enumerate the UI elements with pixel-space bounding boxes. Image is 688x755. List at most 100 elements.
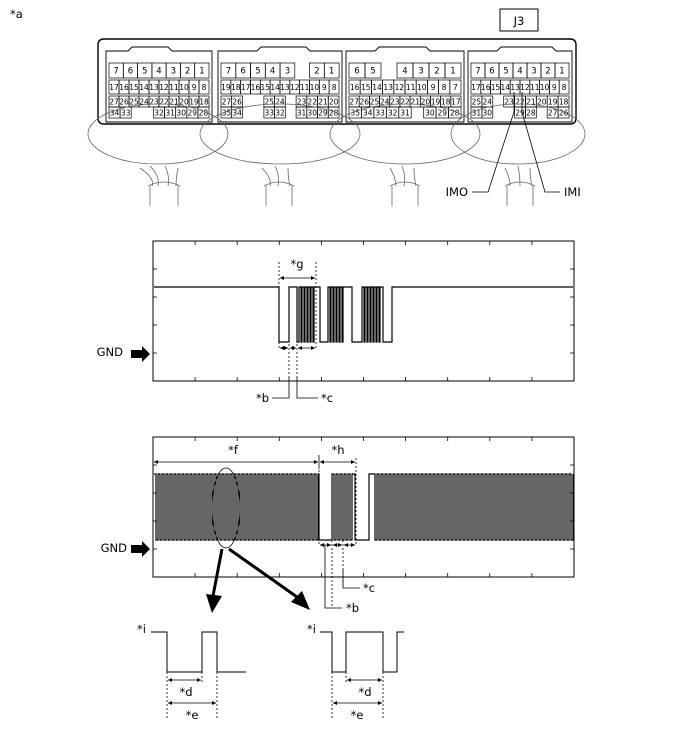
terminal-number: 16 <box>481 83 491 92</box>
terminal-number: 27 <box>222 98 232 107</box>
terminal-number: 24 <box>483 98 493 107</box>
terminal-number: 14 <box>270 83 280 92</box>
terminal-number: 13 <box>383 83 393 92</box>
terminal-number: 2 <box>185 67 190 77</box>
terminal-number: 5 <box>142 67 147 77</box>
terminal-number: 4 <box>270 67 275 77</box>
terminal-cell <box>323 62 340 79</box>
terminal-cell <box>449 79 462 95</box>
terminal-number: 8 <box>562 83 567 92</box>
terminal-number: 12 <box>520 83 530 92</box>
terminal-number: 10 <box>179 83 189 92</box>
terminal-number: 32 <box>388 109 398 118</box>
imi-label: IMI <box>564 185 581 199</box>
connector-id-box <box>499 8 539 32</box>
terminal-number: 15 <box>491 83 501 92</box>
connector-housing <box>97 38 577 125</box>
terminal-number: 20 <box>537 98 547 107</box>
label-i-left: *i <box>137 622 146 636</box>
terminal-cell <box>198 79 210 95</box>
terminal-number: 23 <box>504 98 514 107</box>
terminal-number: 29 <box>515 109 525 118</box>
terminal-cell <box>557 106 570 119</box>
terminal-number: 23 <box>297 98 307 107</box>
waveform-2-grid <box>152 436 575 578</box>
terminal-number: 6 <box>240 67 245 77</box>
wire-harness <box>87 103 586 206</box>
label-f: *f <box>228 443 239 457</box>
terminal-number: 21 <box>169 98 179 107</box>
imo-leader-line <box>472 92 515 193</box>
terminal-number: 34 <box>363 109 373 118</box>
label-a: *a <box>10 7 23 21</box>
terminal-number: 3 <box>285 67 290 77</box>
terminal-number: 4 <box>156 67 161 77</box>
terminal-number: 9 <box>192 83 197 92</box>
terminal-number: 5 <box>255 67 260 77</box>
detail-left-trace <box>151 631 246 673</box>
terminal-number: 7 <box>453 83 458 92</box>
label-h: *h <box>331 443 344 457</box>
label-d-left: *d <box>179 685 192 699</box>
terminal-number: 27 <box>109 98 119 107</box>
terminal-cell <box>398 106 412 119</box>
terminal-number: 12 <box>395 83 405 92</box>
imo-label: IMO <box>446 185 468 199</box>
terminal-number: 11 <box>406 83 416 92</box>
terminal-number: 10 <box>417 83 427 92</box>
terminal-cell <box>197 106 210 119</box>
terminal-number: 10 <box>540 83 550 92</box>
terminal-number: 5 <box>503 67 508 77</box>
terminal-number: 19 <box>189 98 199 107</box>
terminal-cell <box>231 106 243 119</box>
terminal-number: 32 <box>154 109 164 118</box>
terminal-number: 31 <box>297 109 307 118</box>
terminal-number: 19 <box>431 98 441 107</box>
terminal-number: 9 <box>322 83 327 92</box>
terminal-number: 28 <box>526 109 536 118</box>
terminal-number: 3 <box>531 67 536 77</box>
terminal-number: 13 <box>280 83 290 92</box>
terminal-number: 16 <box>119 83 129 92</box>
terminal-number: 8 <box>442 83 447 92</box>
terminal-number: 14 <box>139 83 149 92</box>
terminal-number: 20 <box>421 98 431 107</box>
terminal-number: 18 <box>441 98 451 107</box>
terminal-number: 22 <box>159 98 169 107</box>
terminal-number: 7 <box>475 67 480 77</box>
terminal-cell <box>279 62 296 79</box>
terminal-cell <box>444 62 462 79</box>
terminal-number: 17 <box>241 83 251 92</box>
detail-left-dims <box>166 672 218 720</box>
terminal-number: 11 <box>300 83 310 92</box>
terminal-cell <box>364 62 382 79</box>
terminal-number: 25 <box>472 98 482 107</box>
terminal-number: 12 <box>159 83 169 92</box>
terminal-number: 7 <box>113 67 118 77</box>
terminal-number: 9 <box>552 83 557 92</box>
terminal-cell <box>328 79 340 95</box>
label-i-right: *i <box>307 622 316 636</box>
terminal-number: 19 <box>548 98 558 107</box>
terminal-number: 14 <box>501 83 511 92</box>
terminal-number: 1 <box>199 67 204 77</box>
terminal-number: 8 <box>332 83 337 92</box>
terminal-number: 14 <box>372 83 382 92</box>
terminal-number: 34 <box>232 109 242 118</box>
waveform-2-trace <box>154 473 574 541</box>
terminal-number: 15 <box>129 83 139 92</box>
terminal-number: 26 <box>360 98 370 107</box>
terminal-number: 30 <box>483 109 493 118</box>
connector-block-outline <box>105 46 213 123</box>
terminal-number: 33 <box>121 109 131 118</box>
terminal-cell <box>274 106 286 119</box>
terminal-number: 15 <box>361 83 371 92</box>
terminal-number: 35 <box>350 109 360 118</box>
terminal-number: 1 <box>329 67 334 77</box>
terminal-number: 33 <box>265 109 275 118</box>
terminal-number: 29 <box>438 109 448 118</box>
imi-leader-line <box>521 92 560 193</box>
